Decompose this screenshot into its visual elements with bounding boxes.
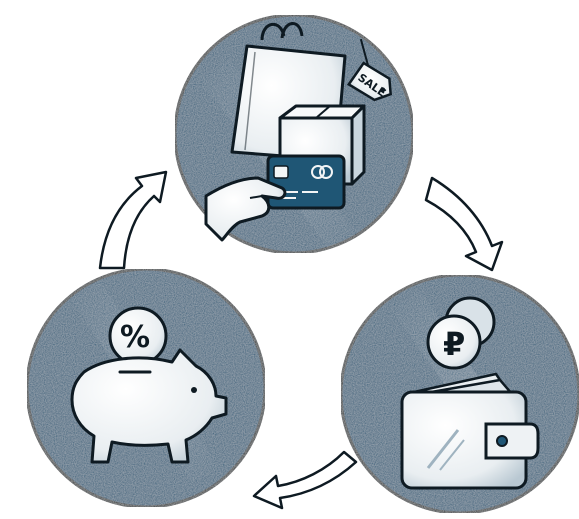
savings-circle: % [25, 267, 267, 509]
shopping-circle: SALE [173, 13, 415, 255]
percent-symbol: % [120, 320, 150, 355]
credit-card-icon [266, 154, 346, 210]
income-circle: ₽ [339, 273, 579, 515]
hand-icon [204, 176, 287, 242]
ruble-symbol: ₽ [443, 325, 465, 363]
piggy-bank-icon [70, 348, 228, 464]
arrow-income-to-savings [252, 450, 358, 510]
arrow-shopping-to-income [424, 176, 504, 272]
ruble-coin-icon: ₽ [426, 296, 496, 370]
wallet-icon [400, 372, 540, 490]
arrow-savings-to-shopping [98, 170, 168, 270]
percent-coin-icon: % [108, 306, 168, 366]
